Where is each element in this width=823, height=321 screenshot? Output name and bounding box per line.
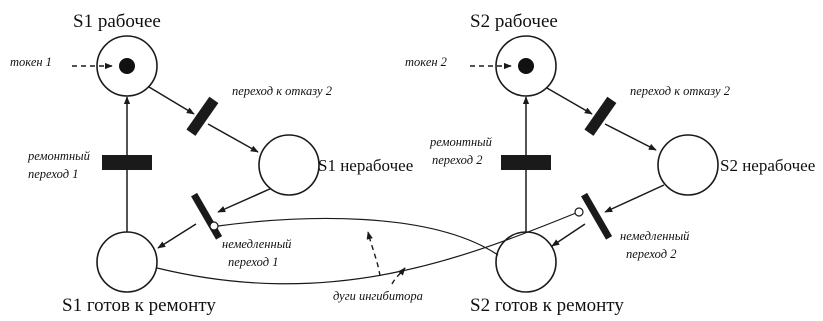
inhibitor-arc-s1-ready-to-imm2 bbox=[156, 212, 577, 285]
label-s2-ready: S2 готов к ремонту bbox=[470, 295, 624, 316]
transition-repair2 bbox=[501, 155, 551, 170]
label-repair2-line1: ремонтный bbox=[429, 135, 493, 149]
transition-fail1 bbox=[186, 96, 219, 136]
arc-s1-working-to-fail1 bbox=[143, 83, 195, 115]
arc-fail2-to-s2-failed bbox=[604, 123, 657, 151]
inhibitor-pointer-right bbox=[391, 267, 406, 285]
label-repair1-line2: переход 1 bbox=[28, 167, 78, 181]
place-s2-ready bbox=[495, 231, 557, 293]
label-inhibitor-arcs: дуги ингибитора bbox=[333, 289, 423, 303]
label-imm2-line1: немедленный bbox=[620, 229, 690, 243]
inhibitor-circle-imm2 bbox=[574, 207, 584, 217]
label-s1-working: S1 рабочее bbox=[73, 11, 161, 32]
place-s2-failed bbox=[657, 134, 719, 196]
label-fail2: переход к отказу 2 bbox=[630, 84, 730, 98]
inhibitor-arc-s2-ready-to-imm1 bbox=[217, 217, 499, 256]
inhibitor-pointer-left bbox=[366, 231, 381, 277]
label-imm1-line1: немедленный bbox=[222, 237, 292, 251]
label-s1-ready: S1 готов к ремонту bbox=[62, 295, 216, 316]
label-s1-failed: S1 нерабочее bbox=[318, 156, 413, 175]
label-fail1: переход к отказу 2 bbox=[232, 84, 332, 98]
transition-imm1 bbox=[191, 192, 223, 240]
label-repair1-line1: ремонтный bbox=[27, 149, 91, 163]
arc-s1-failed-to-imm1 bbox=[217, 187, 273, 213]
arc-imm1-to-s1-ready bbox=[157, 223, 197, 249]
label-repair2-line2: переход 2 bbox=[432, 153, 482, 167]
inhibitor-circle-imm1 bbox=[209, 221, 219, 231]
arc-imm2-to-s2-ready bbox=[551, 223, 586, 247]
place-s1-ready bbox=[96, 231, 158, 293]
place-s1-failed bbox=[258, 134, 320, 196]
label-s2-working: S2 рабочее bbox=[470, 11, 558, 32]
label-token1: токен 1 bbox=[10, 55, 52, 69]
arc-s2-working-to-fail2 bbox=[539, 83, 593, 115]
inhibitor-arcs bbox=[156, 207, 584, 285]
transition-fail2 bbox=[584, 96, 617, 136]
token-s2 bbox=[518, 58, 534, 74]
label-s2-failed: S2 нерабочее bbox=[720, 156, 815, 175]
s2-subnet bbox=[470, 35, 719, 293]
transition-repair1 bbox=[102, 155, 152, 170]
label-imm1-line2: переход 1 bbox=[228, 255, 278, 269]
label-token2: токен 2 bbox=[405, 55, 447, 69]
label-imm2-line2: переход 2 bbox=[626, 247, 676, 261]
arc-fail1-to-s1-failed bbox=[207, 123, 259, 153]
token-s1 bbox=[119, 58, 135, 74]
labels: S1 рабочее S1 нерабочее S1 готов к ремон… bbox=[10, 11, 815, 316]
arc-s2-failed-to-imm2 bbox=[604, 184, 665, 213]
transition-imm2 bbox=[581, 192, 613, 240]
s1-subnet bbox=[72, 35, 320, 293]
